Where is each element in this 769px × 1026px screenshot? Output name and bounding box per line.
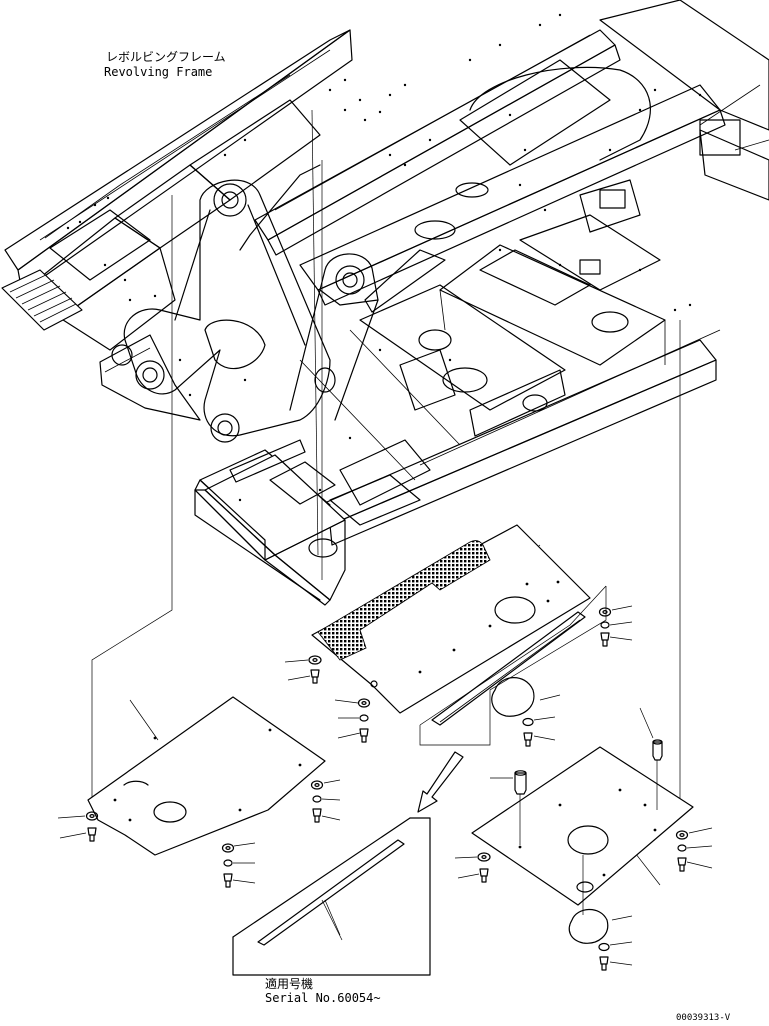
revolving-frame <box>1 0 769 606</box>
cover-round-patch <box>491 677 535 717</box>
cover-standoff-pin <box>490 770 527 845</box>
serial-number-label: Serial No.60054~ <box>265 991 381 1005</box>
seal-strip-box <box>419 585 607 746</box>
revolving-frame-label: Revolving Frame <box>104 65 213 79</box>
revolving-frame-label-jp: レボルビングフレーム <box>106 50 226 64</box>
cover-standoff-pin <box>639 707 663 810</box>
left-undercover-plate <box>87 696 326 856</box>
serial-variant-inset <box>232 751 464 976</box>
serial-applicability-label-jp: 適用号機 <box>265 977 314 991</box>
mesh-grille <box>317 540 491 661</box>
assembly-leader-lines <box>91 109 681 941</box>
right-undercover-plate <box>471 746 694 906</box>
right-cover-round-patch <box>568 908 609 944</box>
drawing-id: 00039313-V <box>676 1013 731 1023</box>
frame-front-box <box>194 439 431 606</box>
boom-foot-bracket <box>111 164 336 443</box>
frame-bolt-holes <box>66 13 702 502</box>
fasteners <box>57 605 713 971</box>
mesh-cover-plate <box>311 524 591 714</box>
step-grating <box>1 269 83 331</box>
